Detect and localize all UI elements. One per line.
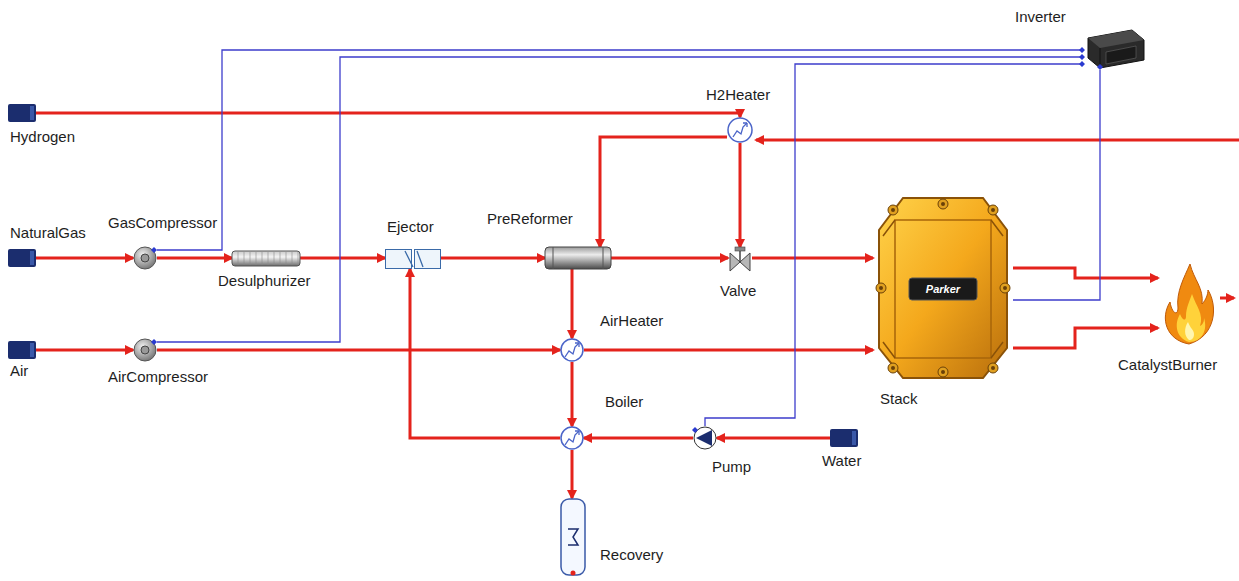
component-icon <box>385 249 441 269</box>
component-label: Recovery <box>600 546 663 563</box>
component-icon <box>560 498 586 576</box>
flow-line <box>571 269 574 338</box>
flow-line <box>571 362 574 426</box>
flow-line <box>441 257 545 260</box>
flow-line <box>300 257 385 260</box>
component-label: AirCompressor <box>108 368 208 385</box>
component-node: AirHeater <box>560 338 584 362</box>
component-node: Water <box>830 429 858 447</box>
component-label: CatalystBurner <box>1118 356 1217 373</box>
component-icon <box>728 247 752 271</box>
component-label: Inverter <box>1015 8 1066 25</box>
component-icon <box>1158 262 1220 346</box>
brand-label: Parker <box>926 283 960 296</box>
component-icon <box>560 338 584 362</box>
signal-wire <box>705 64 1082 426</box>
signal-wire <box>1013 70 1100 300</box>
signal-wire <box>157 57 1082 342</box>
component-label: Desulphurizer <box>218 272 311 289</box>
component-node: Hydrogen <box>8 104 36 122</box>
flow-line <box>584 437 693 440</box>
component-node: Recovery <box>560 498 586 576</box>
component-icon <box>545 247 611 269</box>
component-node: Desulphurizer <box>232 251 300 266</box>
component-node: StackParker <box>873 190 1013 385</box>
component-label: Boiler <box>605 393 643 410</box>
component-icon <box>693 426 717 450</box>
component-label: Ejector <box>387 218 434 235</box>
component-icon <box>1082 28 1146 70</box>
flow-line <box>157 349 560 352</box>
component-icon <box>8 341 36 359</box>
flow-line <box>739 143 742 247</box>
flow-line <box>1013 328 1158 348</box>
flow-line <box>36 257 133 260</box>
component-icon <box>8 249 36 267</box>
component-icon <box>133 246 157 270</box>
flow-line <box>600 137 727 247</box>
flow-line <box>36 349 133 352</box>
flow-line <box>1013 268 1158 278</box>
component-node: Boiler <box>560 426 584 450</box>
component-icon <box>830 429 858 447</box>
flow-line <box>410 269 560 438</box>
component-node: Air <box>8 341 36 359</box>
component-node: H2Heater <box>727 117 753 143</box>
component-label: Valve <box>720 282 756 299</box>
component-label: Water <box>822 452 861 469</box>
component-node: GasCompressor <box>133 246 157 270</box>
component-node: Ejector <box>385 249 441 269</box>
component-label: PreReformer <box>487 210 573 227</box>
component-node: AirCompressor <box>133 338 157 362</box>
component-node: Inverter <box>1082 28 1146 70</box>
flow-line <box>36 113 740 117</box>
component-label: AirHeater <box>600 312 663 329</box>
component-label: NaturalGas <box>10 224 86 241</box>
component-label: Hydrogen <box>10 128 75 145</box>
component-node: CatalystBurner <box>1158 262 1220 346</box>
component-icon <box>727 117 753 143</box>
component-icon <box>8 104 36 122</box>
component-node: PreReformer <box>545 247 611 269</box>
component-node: NaturalGas <box>8 249 36 267</box>
component-node: Valve <box>728 247 752 271</box>
component-icon <box>560 426 584 450</box>
flow-line <box>611 257 728 260</box>
component-label: Stack <box>880 390 918 407</box>
flow-line <box>717 437 830 440</box>
component-label: H2Heater <box>706 86 770 103</box>
component-icon <box>133 338 157 362</box>
exhaust-stream <box>1220 297 1234 300</box>
return-stream <box>756 139 1239 142</box>
component-node: Pump <box>693 426 717 450</box>
component-label: Air <box>10 362 28 379</box>
flow-line <box>571 450 574 498</box>
component-label: Pump <box>712 458 751 475</box>
flow-line <box>584 349 873 352</box>
component-label: GasCompressor <box>108 214 217 231</box>
flow-line <box>157 257 232 260</box>
component-icon <box>232 251 300 266</box>
flow-line <box>752 257 873 260</box>
